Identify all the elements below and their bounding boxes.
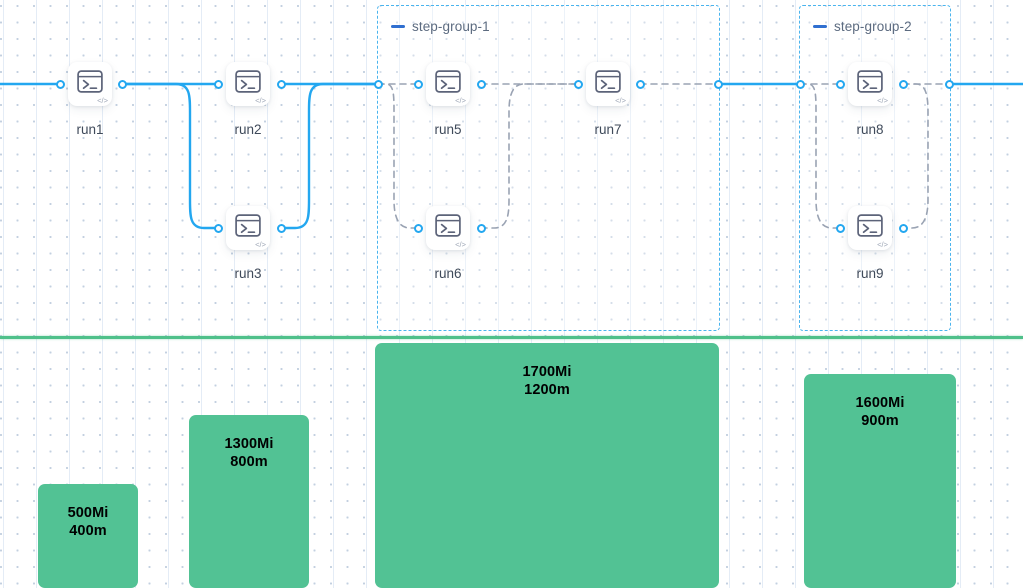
minus-icon[interactable] <box>391 25 405 28</box>
node-label-run5: run5 <box>434 122 462 137</box>
node-run9[interactable]: </> <box>848 206 892 250</box>
terminal-icon <box>595 70 621 93</box>
node-run8[interactable]: </> <box>848 62 892 106</box>
group-container-step-group-1[interactable]: step-group-1 <box>377 5 720 331</box>
group-label-text: step-group-1 <box>412 19 490 34</box>
node-run7[interactable]: </> <box>586 62 630 106</box>
node-run3[interactable]: </> <box>226 206 270 250</box>
node-label-run3: run3 <box>234 266 262 281</box>
code-icon: </> <box>97 95 108 105</box>
port-group2-in[interactable] <box>795 79 805 89</box>
resource-divider <box>0 336 1023 339</box>
resource-bar-bar-4[interactable]: 1600Mi 900m <box>804 374 956 588</box>
group-label-step-group-2: step-group-2 <box>813 19 912 34</box>
code-icon: </> <box>877 95 888 105</box>
port-run8-in[interactable] <box>835 79 845 89</box>
port-run8-out[interactable] <box>898 79 908 89</box>
port-run3-in[interactable] <box>213 223 223 233</box>
port-run1-in[interactable] <box>55 79 65 89</box>
terminal-icon <box>435 214 461 237</box>
resource-bar-bar-2[interactable]: 1300Mi 800m <box>189 415 309 588</box>
group-container-step-group-2[interactable]: step-group-2 <box>799 5 951 331</box>
edge-e-run3-right[interactable] <box>279 82 380 230</box>
resource-bar-label: 1600Mi 900m <box>855 395 905 429</box>
node-label-run7: run7 <box>594 122 622 137</box>
minus-icon[interactable] <box>813 25 827 28</box>
group-label-step-group-1: step-group-1 <box>391 19 490 34</box>
port-group1-out[interactable] <box>713 79 723 89</box>
port-run5-in[interactable] <box>413 79 423 89</box>
node-label-run1: run1 <box>76 122 104 137</box>
port-run9-out[interactable] <box>898 223 908 233</box>
terminal-icon <box>857 70 883 93</box>
port-run1-out[interactable] <box>117 79 127 89</box>
node-label-run9: run9 <box>856 266 884 281</box>
port-run6-out[interactable] <box>476 223 486 233</box>
node-run2[interactable]: </> <box>226 62 270 106</box>
code-icon: </> <box>455 95 466 105</box>
node-label-run2: run2 <box>234 122 262 137</box>
node-label-run6: run6 <box>434 266 462 281</box>
resource-bar-label: 1700Mi 1200m <box>522 364 572 398</box>
node-run5[interactable]: </> <box>426 62 470 106</box>
port-run7-in[interactable] <box>573 79 583 89</box>
node-run6[interactable]: </> <box>426 206 470 250</box>
code-icon: </> <box>255 95 266 105</box>
code-icon: </> <box>455 239 466 249</box>
resource-bar-label: 1300Mi 800m <box>224 436 274 470</box>
group-label-text: step-group-2 <box>834 19 912 34</box>
port-run6-in[interactable] <box>413 223 423 233</box>
node-run1[interactable]: </> <box>68 62 112 106</box>
code-icon: </> <box>615 95 626 105</box>
port-run3-out[interactable] <box>276 223 286 233</box>
terminal-icon <box>77 70 103 93</box>
edge-e-run1-run3[interactable] <box>120 82 220 230</box>
port-run2-in[interactable] <box>213 79 223 89</box>
port-run2-out[interactable] <box>276 79 286 89</box>
port-run7-out[interactable] <box>635 79 645 89</box>
port-run5-out[interactable] <box>476 79 486 89</box>
terminal-icon <box>235 214 261 237</box>
port-group1-in[interactable] <box>373 79 383 89</box>
resource-bar-bar-1[interactable]: 500Mi 400m <box>38 484 138 588</box>
code-icon: </> <box>255 239 266 249</box>
terminal-icon <box>235 70 261 93</box>
terminal-icon <box>435 70 461 93</box>
terminal-icon <box>857 214 883 237</box>
resource-bar-bar-3[interactable]: 1700Mi 1200m <box>375 343 719 588</box>
port-run9-in[interactable] <box>835 223 845 233</box>
port-group2-out[interactable] <box>944 79 954 89</box>
code-icon: </> <box>877 239 888 249</box>
resource-bar-label: 500Mi 400m <box>67 505 109 539</box>
node-label-run8: run8 <box>856 122 884 137</box>
